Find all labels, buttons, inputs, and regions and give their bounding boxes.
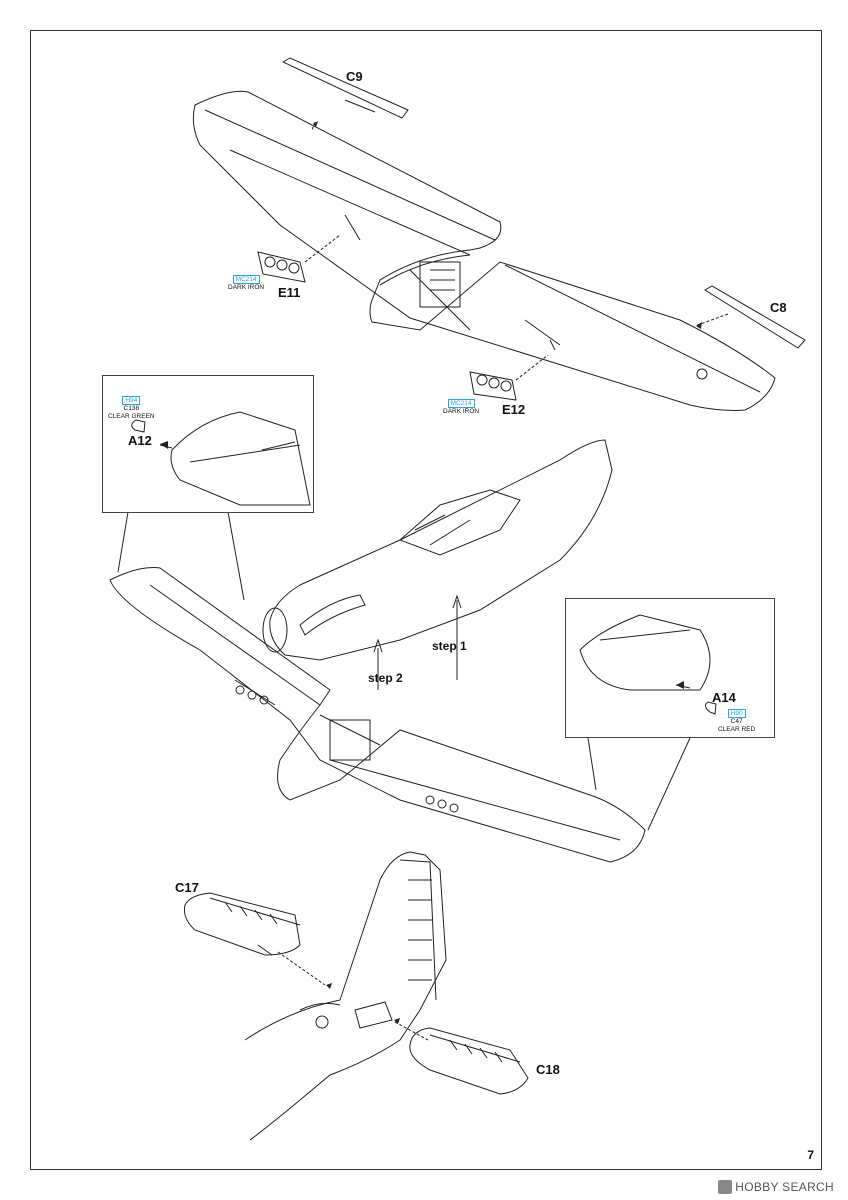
tail-drawing bbox=[184, 851, 529, 1141]
part-label-c18: C18 bbox=[536, 1062, 560, 1077]
paint-name: DARK IRON bbox=[443, 408, 480, 415]
top-wing-drawing bbox=[192, 57, 806, 411]
step-1-label: step 1 bbox=[432, 639, 467, 653]
inset-a12-drawing bbox=[117, 411, 311, 601]
part-label-a12: A12 bbox=[128, 433, 152, 448]
paint-code: MC214 bbox=[447, 399, 475, 408]
paint-code: MC214 bbox=[232, 275, 260, 284]
part-label-e12: E12 bbox=[502, 402, 526, 417]
paint-callout-a14: H90 C47 CLEAR RED bbox=[718, 709, 755, 734]
paint-subcode: C47 bbox=[730, 718, 743, 725]
inset-a14-drawing bbox=[579, 614, 717, 831]
paint-name: CLEAR RED bbox=[718, 726, 756, 733]
paint-callout-e11: MC214 DARK IRON bbox=[228, 275, 264, 292]
part-label-c9: C9 bbox=[346, 69, 363, 84]
part-label-c8: C8 bbox=[770, 300, 787, 315]
watermark-text: HOBBY SEARCH bbox=[735, 1180, 834, 1194]
paint-subcode: C138 bbox=[123, 405, 140, 412]
watermark: HOBBY SEARCH bbox=[718, 1180, 834, 1194]
paint-code: H94 bbox=[122, 396, 141, 405]
inset-a12 bbox=[102, 375, 314, 513]
paint-code: H90 bbox=[727, 709, 746, 718]
part-label-c17: C17 bbox=[175, 880, 199, 895]
part-label-e11: E11 bbox=[278, 285, 301, 300]
paint-callout-a12: H94 C138 CLEAR GREEN bbox=[108, 396, 155, 421]
middle-aircraft-drawing bbox=[109, 439, 646, 863]
page-number: 7 bbox=[807, 1148, 814, 1162]
paint-name: DARK IRON bbox=[228, 284, 265, 291]
paint-callout-e12: MC214 DARK IRON bbox=[443, 399, 479, 416]
inset-a14 bbox=[565, 598, 775, 738]
watermark-logo-icon bbox=[718, 1180, 733, 1194]
paint-name: CLEAR GREEN bbox=[108, 413, 155, 420]
page-frame bbox=[30, 30, 822, 1170]
step-2-label: step 2 bbox=[368, 671, 403, 685]
part-label-a14: A14 bbox=[712, 690, 736, 705]
